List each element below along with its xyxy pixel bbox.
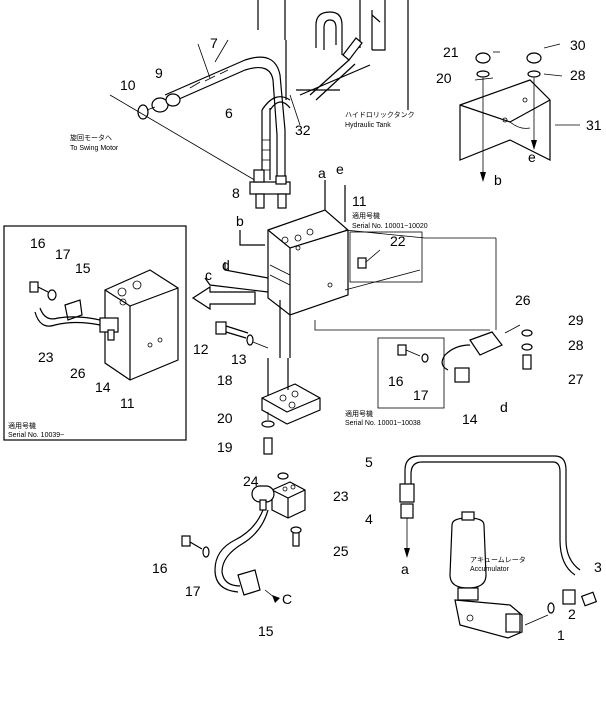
callout-32: 32 [295, 122, 311, 138]
callout-21: 21 [443, 44, 459, 60]
callout-28b: 28 [568, 337, 584, 353]
letters: a e b d c b e d a C [205, 149, 536, 607]
callout-6: 6 [225, 105, 233, 121]
switch-assembly-26 [377, 324, 533, 409]
note-serial3-en: Serial No. 10001~10038 [345, 420, 421, 427]
note-tank-en: Hydraulic Tank [345, 122, 391, 129]
note-serial1-jp: 適用号機 [352, 211, 380, 220]
callout-23b: 23 [333, 488, 349, 504]
note-serial1-en: Serial No. 10001~10020 [352, 223, 428, 230]
arrow-left [191, 285, 256, 311]
accumulator-assembly [399, 455, 598, 639]
callout-11a: 11 [352, 193, 367, 209]
letter-c1: c [205, 267, 212, 283]
note-serial2-jp: 適用号機 [8, 421, 36, 430]
callout-14b: 14 [462, 411, 478, 427]
valve-23 [181, 472, 306, 603]
letter-b1: b [236, 213, 244, 229]
callout-30: 30 [570, 37, 586, 53]
callout-7: 7 [210, 35, 218, 51]
note-serial3-jp: 適用号機 [345, 409, 373, 418]
note-accumulator-en: Accumulator [470, 566, 510, 573]
letter-e1: e [336, 161, 344, 177]
callout-9: 9 [155, 65, 163, 81]
callout-13: 13 [231, 351, 247, 367]
valve-block-11 [267, 209, 349, 316]
swing-motor-fittings [137, 93, 181, 120]
callout-19: 19 [217, 439, 233, 455]
callout-1: 1 [557, 627, 565, 643]
bolt-12 [215, 321, 269, 349]
callout-26a: 26 [70, 365, 86, 381]
callout-25: 25 [333, 543, 349, 559]
note-tank-jp: ハイドロリックタンク [345, 110, 415, 119]
callout-17b: 17 [413, 387, 429, 403]
callout-26b: 26 [515, 292, 531, 308]
callout-15a: 15 [75, 260, 91, 276]
callout-29: 29 [568, 312, 584, 328]
callout-5: 5 [365, 454, 373, 470]
hose-7 [164, 43, 286, 180]
note-swing-motor-en: To Swing Motor [70, 145, 119, 152]
leaders-top [109, 39, 301, 183]
notes: 旋回モータへ To Swing Motor ハイドロリックタンク Hydraul… [8, 110, 526, 573]
callout-20b: 20 [217, 410, 233, 426]
callout-3: 3 [594, 559, 602, 575]
letter-b2: b [494, 172, 502, 188]
hose-6 [261, 96, 291, 180]
callout-14a: 14 [95, 379, 111, 395]
callout-17c: 17 [185, 583, 201, 599]
serial-box-1 [349, 231, 423, 283]
letter-d1: d [222, 257, 230, 273]
note-accumulator-jp: アキュームレータ [470, 555, 526, 564]
callout-17a: 17 [55, 246, 71, 262]
callout-10: 10 [120, 77, 136, 93]
bolt-19 [261, 412, 275, 455]
callout-20a: 20 [436, 70, 452, 86]
top-hardware [474, 43, 563, 182]
callout-12: 12 [193, 341, 209, 357]
bolt-22 [357, 249, 381, 269]
callout-8: 8 [232, 185, 240, 201]
callout-11b: 11 [120, 395, 135, 411]
callout-28a: 28 [570, 67, 586, 83]
callouts: 7 9 10 6 32 8 11 22 21 20 30 28 31 16 17… [30, 35, 602, 643]
letter-c2: C [282, 591, 292, 607]
callout-22: 22 [390, 233, 406, 249]
callout-2: 2 [568, 606, 576, 622]
callout-16c: 16 [152, 560, 168, 576]
valve-leader-lines [204, 180, 497, 358]
tank-elbow-fitting [309, 14, 381, 101]
note-serial2-en: Serial No. 10039~ [8, 432, 64, 439]
inset-box [3, 225, 187, 441]
callout-27: 27 [568, 371, 584, 387]
callout-31: 31 [586, 117, 602, 133]
callout-16a: 16 [30, 235, 46, 251]
callout-24: 24 [243, 473, 259, 489]
tee-fitting-8 [249, 169, 291, 209]
callout-16b: 16 [388, 373, 404, 389]
tank-frame [257, 0, 409, 110]
adapter-plate-18 [261, 358, 321, 425]
callout-18: 18 [217, 372, 233, 388]
note-swing-motor-jp: 旋回モータへ [70, 133, 112, 142]
cover-31 [459, 79, 580, 161]
callout-4: 4 [365, 511, 373, 527]
callout-23a: 23 [38, 349, 54, 365]
letter-d2: d [500, 399, 508, 415]
callout-15b: 15 [258, 623, 274, 639]
letter-a1: a [318, 165, 326, 181]
letter-a2: a [401, 561, 409, 577]
letter-e2: e [528, 149, 536, 165]
